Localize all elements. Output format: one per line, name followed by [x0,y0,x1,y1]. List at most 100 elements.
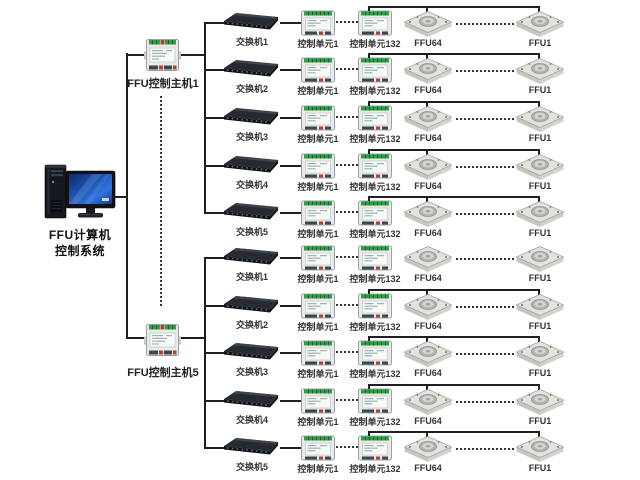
control-unit-label: 控制单元1 [297,274,339,284]
ffu-label: FFU1 [528,85,552,95]
control-unit-label: 控制单元132 [349,182,401,192]
ffu-drop-line [538,433,540,438]
fan-filter-unit-icon [515,341,565,368]
ffu-drop-line [426,338,428,342]
fan-filter-unit-icon [515,246,565,273]
dotted-continuation-line [456,166,514,168]
control-unit-icon [358,57,392,83]
bus-to-switch-line [204,212,233,214]
bus-to-switch-line [204,69,233,71]
ffu-label: FFU1 [528,228,552,238]
dotted-continuation-line [456,401,514,403]
control-unit-label: 控制单元132 [349,134,401,144]
hosts-continuation-line [160,96,162,306]
dotted-continuation-line [456,213,514,215]
control-unit-icon [358,340,392,366]
ffu-label: FFU64 [414,273,442,283]
bus-to-switch-line [204,400,233,402]
fan-filter-unit-icon [515,58,565,85]
control-unit-icon [301,153,335,179]
ffu-trunk-line [368,101,540,103]
control-unit-label: 控制单元132 [349,229,401,239]
control-unit-label: 控制单元132 [349,86,401,96]
dotted-continuation-line [336,164,358,166]
ethernet-switch-icon [223,436,283,460]
control-unit-label: 控制单元1 [297,369,339,379]
ffu-drop-line [426,386,428,390]
dotted-continuation-line [336,116,358,118]
bus-to-switch-line [204,305,233,307]
control-unit-label: 控制单元132 [349,322,401,332]
fan-filter-unit-icon [403,154,453,181]
dotted-continuation-line [456,353,514,355]
fan-filter-unit-icon [515,294,565,321]
ffu-label: FFU1 [528,463,552,473]
desktop-computer-icon [44,160,116,222]
control-unit-label: 控制单元132 [349,369,401,379]
dotted-continuation-line [336,304,358,306]
dotted-continuation-line [336,399,358,401]
switch-label: 交换机1 [235,272,269,282]
fan-filter-unit-icon [403,201,453,228]
ethernet-switch-icon [223,201,283,225]
ffu-drop-line [538,338,540,343]
control-unit-icon [358,153,392,179]
host-to-switch-bus-line [181,337,206,339]
switch-label: 交换机3 [235,132,269,142]
control-unit-label: 控制单元1 [297,182,339,192]
switch-to-unit-line [280,165,302,167]
switch-to-unit-line [280,400,302,402]
control-unit-icon [301,245,335,271]
ethernet-switch-icon [223,341,283,365]
ffu-drop-line [538,291,540,296]
ffu-trunk-line [368,336,540,338]
ffu-label: FFU1 [528,321,552,331]
fan-filter-unit-icon [403,246,453,273]
host-to-switch-bus-line [181,54,206,56]
ffu-trunk-line [368,196,540,198]
control-unit-icon [358,200,392,226]
fan-filter-unit-icon [403,294,453,321]
unit-riser-line [368,150,370,154]
switch-label: 交换机4 [235,415,269,425]
unit-riser-line [368,197,370,201]
control-unit-icon [301,340,335,366]
control-unit-icon [301,435,335,461]
ffu-label: FFU1 [528,368,552,378]
control-unit-icon [358,293,392,319]
unit-riser-line [368,385,370,389]
unit-riser-line [368,102,370,106]
control-unit-label: 控制单元132 [349,274,401,284]
bus-to-host-line [126,54,146,56]
control-unit-icon [358,105,392,131]
unit-riser-line [368,54,370,58]
ethernet-switch-icon [223,154,283,178]
switch-label: 交换机5 [235,227,269,237]
host-controller-icon [143,37,182,73]
bus-to-switch-line [204,447,233,449]
fan-filter-unit-icon [515,106,565,133]
ffu-drop-line [538,151,540,156]
switch-to-unit-line [280,22,302,24]
dotted-continuation-line [456,306,514,308]
ffu-drop-line [426,103,428,107]
switch-to-unit-line [280,212,302,214]
fan-filter-unit-icon [515,154,565,181]
fan-filter-unit-icon [403,11,453,38]
bus-to-switch-line [204,352,233,354]
switch-to-unit-line [280,117,302,119]
ffu-drop-line [538,386,540,391]
dotted-continuation-line [336,211,358,213]
dotted-continuation-line [456,258,514,260]
control-unit-icon [358,10,392,36]
ffu-label: FFU64 [414,321,442,331]
switch-to-unit-line [280,305,302,307]
fan-filter-unit-icon [403,58,453,85]
computer-label-line2: 控制系统 [54,244,106,258]
ffu-label: FFU64 [414,228,442,238]
dotted-continuation-line [456,70,514,72]
control-unit-label: 控制单元132 [349,417,401,427]
ffu-trunk-line [368,149,540,151]
main-bus-line [126,53,128,339]
computer-to-bus-line [112,196,128,198]
